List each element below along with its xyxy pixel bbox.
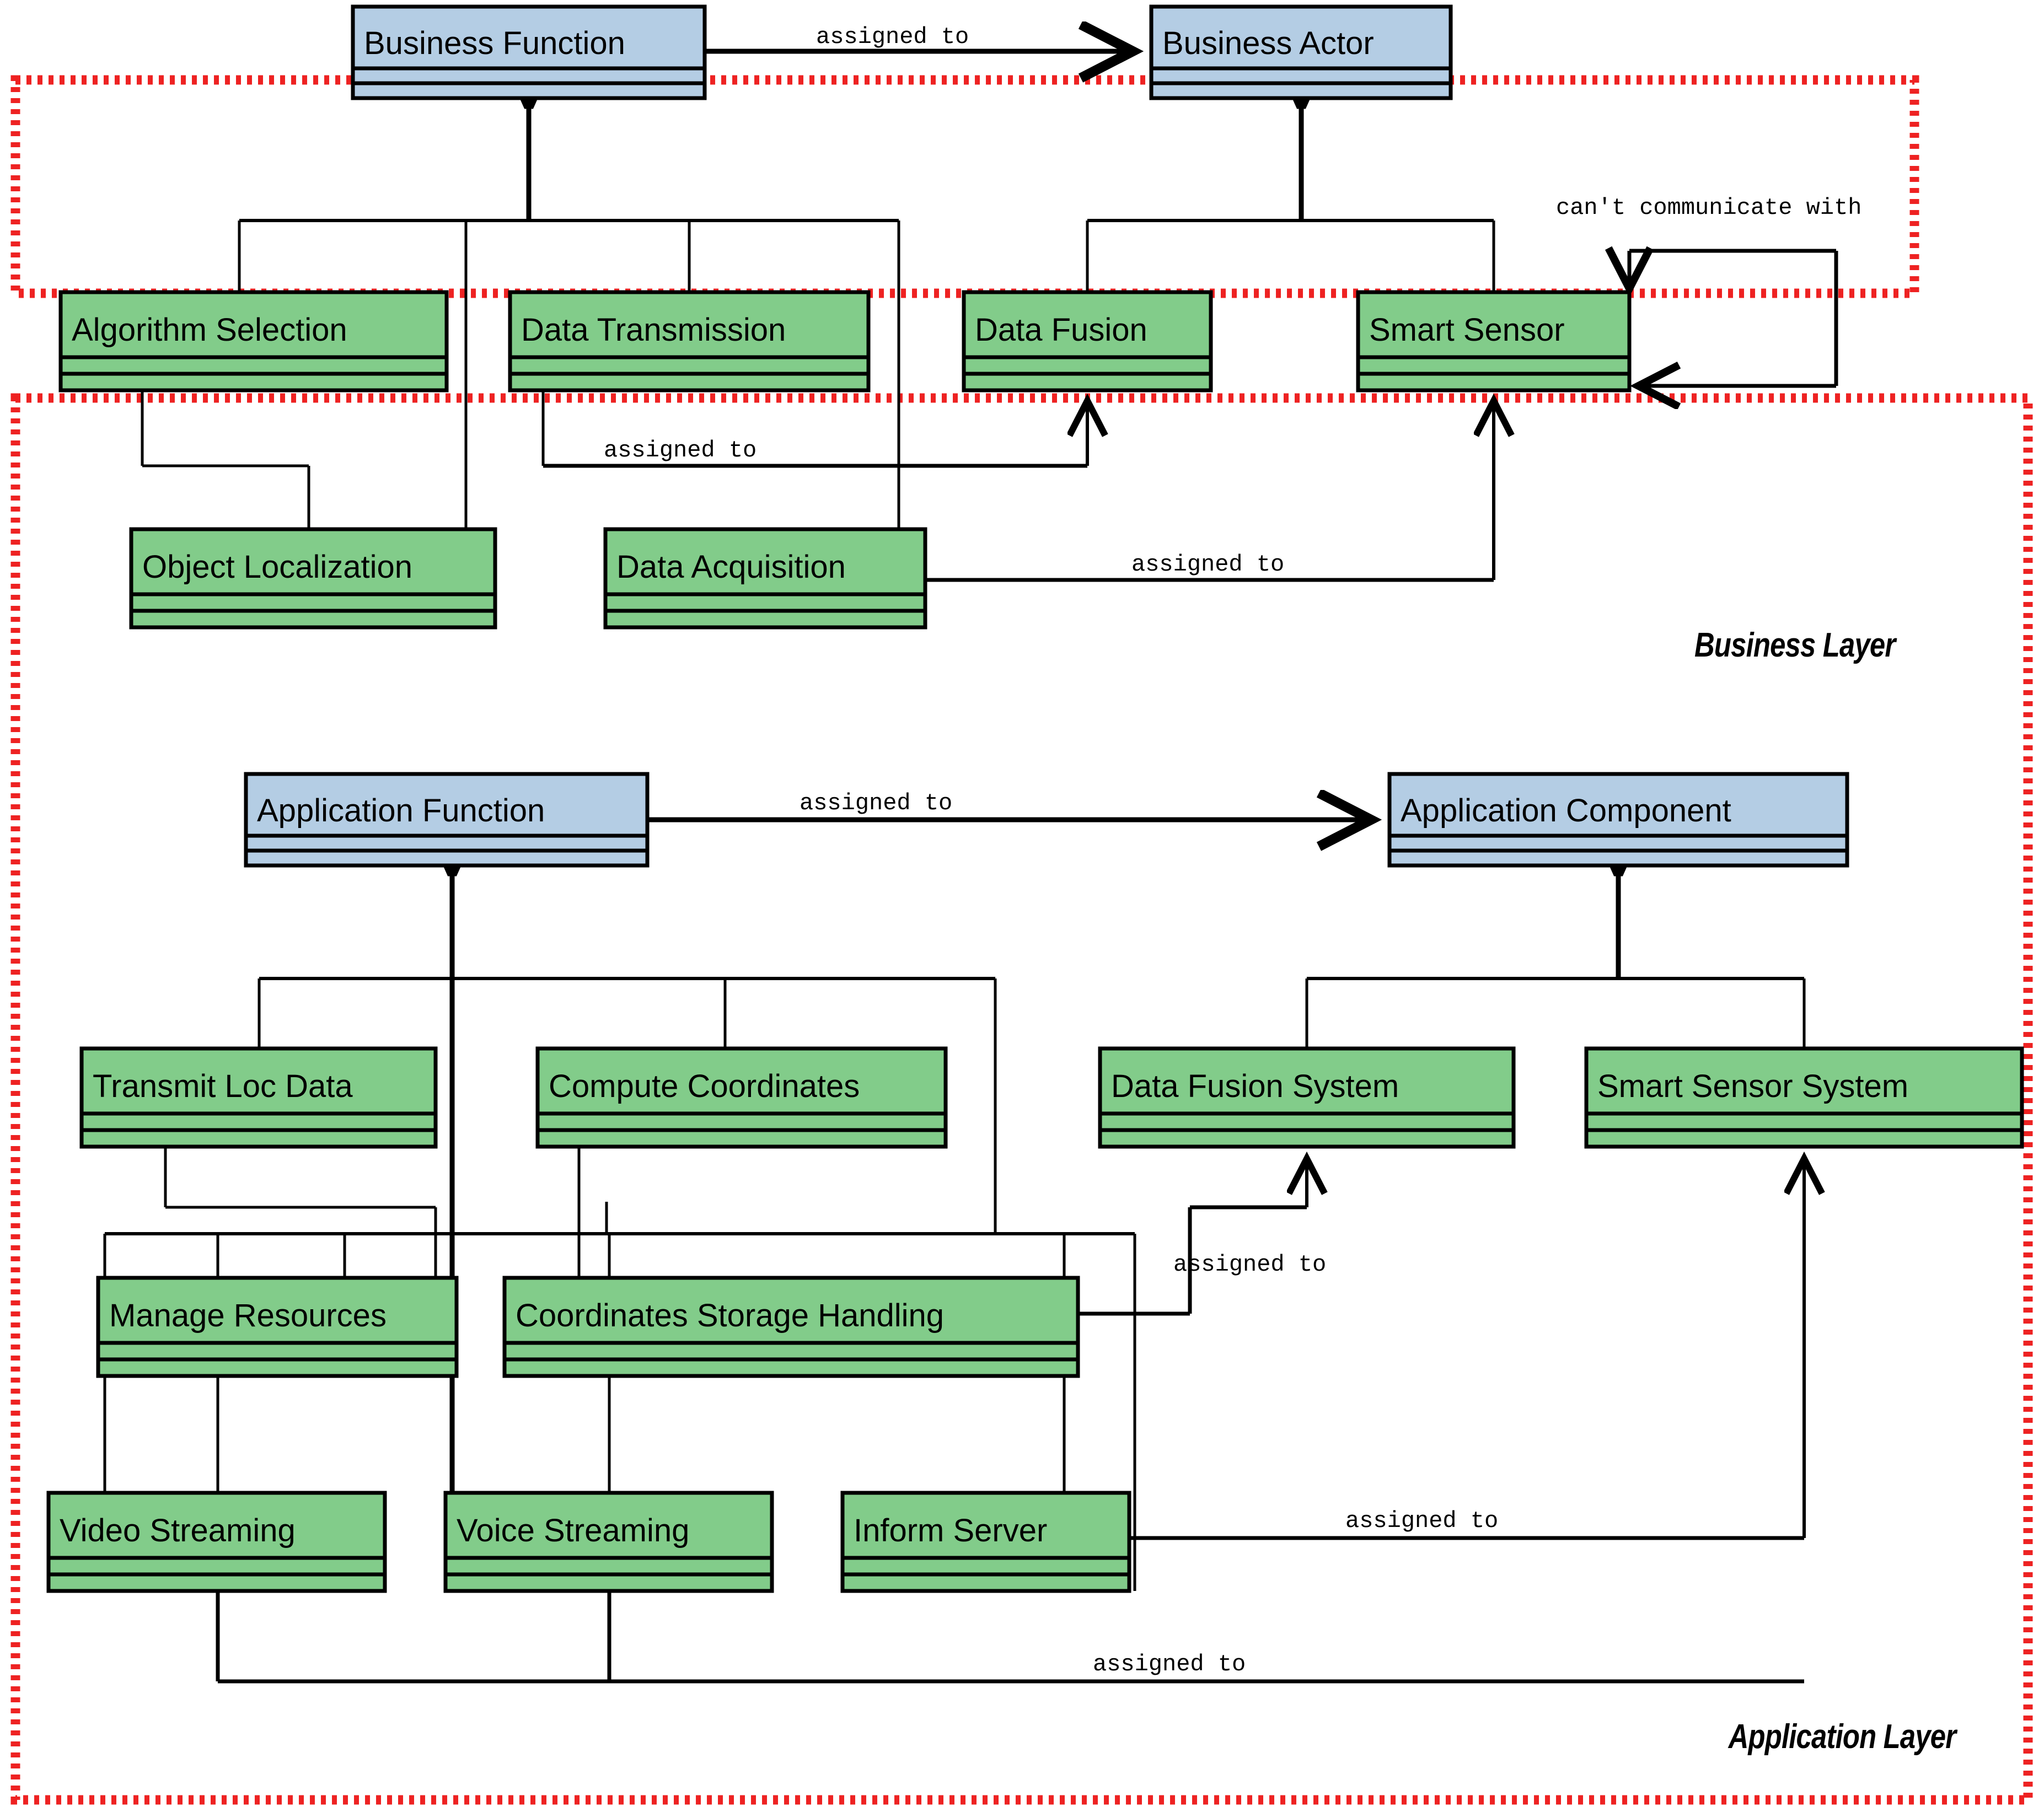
edge-label-bf-ba: assigned to (816, 24, 969, 50)
class-name-coordinates-storage-handling: Coordinates Storage Handling (516, 1298, 944, 1334)
class-box-data-transmission[interactable]: Data Transmission (508, 290, 871, 392)
class-box-algorithm-selection[interactable]: Algorithm Selection (58, 290, 449, 392)
class-name-business-actor: Business Actor (1162, 25, 1374, 61)
edge-label-streams-sss: assigned to (1093, 1651, 1246, 1677)
application-layer-boundary (10, 393, 2033, 1805)
class-name-business-function: Business Function (364, 25, 625, 61)
class-box-application-function[interactable]: Application Function (244, 772, 650, 868)
class-box-smart-sensor[interactable]: Smart Sensor (1356, 290, 1632, 392)
class-name-application-function: Application Function (257, 793, 545, 829)
business-layer-title: Business Layer (1694, 626, 1896, 664)
class-name-algorithm-selection: Algorithm Selection (72, 312, 347, 348)
class-name-video-streaming: Video Streaming (60, 1513, 296, 1548)
edge-labels: assigned to assigned to assigned to assi… (604, 24, 1862, 1677)
class-name-smart-sensor: Smart Sensor (1369, 312, 1565, 348)
class-box-data-fusion[interactable]: Data Fusion (962, 290, 1213, 392)
class-box-manage-resources[interactable]: Manage Resources (96, 1276, 459, 1378)
class-name-smart-sensor-system: Smart Sensor System (1597, 1068, 1908, 1104)
class-name-inform-server: Inform Server (854, 1513, 1047, 1548)
edge-label-self-smartsensor: can't communicate with (1556, 195, 1862, 221)
class-box-coordinates-storage-handling[interactable]: Coordinates Storage Handling (502, 1276, 1080, 1378)
class-box-video-streaming[interactable]: Video Streaming (46, 1491, 387, 1593)
class-box-transmit-loc-data[interactable]: Transmit Loc Data (79, 1046, 438, 1149)
business-connectors (141, 51, 1838, 582)
class-box-compute-coordinates[interactable]: Compute Coordinates (535, 1046, 948, 1149)
edge-label-csh-dfs: assigned to (1173, 1251, 1326, 1278)
edge-label-af-ac: assigned to (800, 790, 952, 816)
class-box-object-localization[interactable]: Object Localization (129, 527, 497, 630)
class-box-voice-streaming[interactable]: Voice Streaming (443, 1491, 774, 1593)
class-box-smart-sensor-system[interactable]: Smart Sensor System (1584, 1046, 2024, 1149)
edge-label-is-sss: assigned to (1345, 1508, 1498, 1534)
class-name-data-transmission: Data Transmission (521, 312, 786, 348)
edge-label-dt-df: assigned to (604, 437, 757, 464)
class-name-object-localization: Object Localization (142, 549, 412, 585)
edge-label-da-ss: assigned to (1131, 551, 1284, 578)
application-layer-title: Application Layer (1728, 1718, 1956, 1756)
class-name-transmit-loc-data: Transmit Loc Data (93, 1068, 353, 1104)
class-name-voice-streaming: Voice Streaming (457, 1513, 689, 1548)
class-box-data-acquisition[interactable]: Data Acquisition (603, 527, 927, 630)
class-box-application-component[interactable]: Application Component (1387, 772, 1849, 868)
class-box-business-function[interactable]: Business Function (351, 4, 707, 100)
class-box-business-actor[interactable]: Business Actor (1149, 4, 1453, 100)
class-name-data-fusion-system: Data Fusion System (1111, 1068, 1399, 1104)
class-name-compute-coordinates: Compute Coordinates (549, 1068, 860, 1104)
class-name-data-acquisition: Data Acquisition (616, 549, 846, 585)
class-name-application-component: Application Component (1401, 793, 1731, 829)
business-layer-boundary (10, 75, 1919, 298)
class-box-data-fusion-system[interactable]: Data Fusion System (1098, 1046, 1516, 1149)
class-box-inform-server[interactable]: Inform Server (840, 1491, 1131, 1593)
class-name-data-fusion: Data Fusion (975, 312, 1147, 348)
class-name-manage-resources: Manage Resources (109, 1298, 387, 1334)
